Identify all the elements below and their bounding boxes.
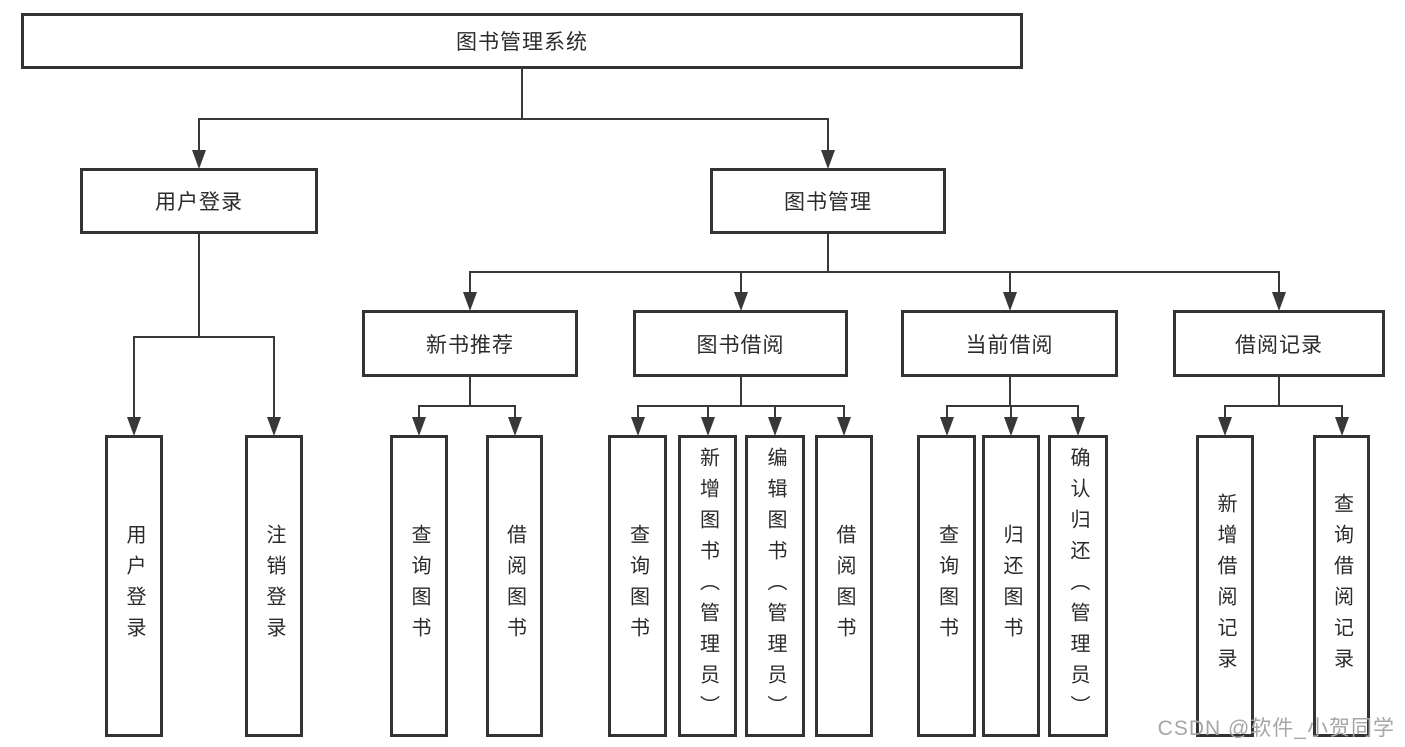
connector-line [1278,271,1280,293]
node-leaf-return-book: 归还图书 [982,435,1040,737]
node-label-leaf-query-book-new: 查询图书 [408,524,430,648]
connector-line [1224,405,1343,407]
arrowhead-down-icon [821,150,835,169]
connector-line [1278,377,1280,407]
node-label-leaf-borrow-book-borrow: 借阅图书 [833,524,855,648]
node-user-login-group: 用户登录 [80,168,318,234]
arrowhead-down-icon [412,417,426,436]
arrowhead-down-icon [267,417,281,436]
node-label-leaf-confirm-return: 确认归还（管理员） [1067,446,1089,726]
node-label-leaf-query-book-current: 查询图书 [935,524,958,648]
arrowhead-down-icon [1003,292,1017,311]
node-label-leaf-logout: 注销登录 [263,524,285,648]
arrowhead-down-icon [1071,417,1085,436]
node-label-book-borrow-group: 图书借阅 [696,333,785,357]
node-leaf-query-book-borrow: 查询图书 [608,435,667,737]
connector-line [469,377,471,407]
node-leaf-add-borrow-record: 新增借阅记录 [1196,435,1254,737]
arrowhead-down-icon [192,150,206,169]
connector-line [1009,377,1011,407]
arrowhead-down-icon [940,417,954,436]
connector-line [469,271,471,293]
node-book-mgmt-group: 图书管理 [710,168,946,234]
node-root: 图书管理系统 [21,13,1023,69]
node-leaf-borrow-book-borrow: 借阅图书 [815,435,873,737]
node-label-leaf-query-book-borrow: 查询图书 [626,524,649,648]
connector-line [827,234,829,273]
arrowhead-down-icon [701,417,715,436]
node-label-leaf-return-book: 归还图书 [1000,524,1022,648]
node-label-leaf-edit-book: 编辑图书（管理员） [764,446,786,726]
node-leaf-edit-book: 编辑图书（管理员） [745,435,805,737]
connector-line [1077,405,1079,418]
arrowhead-down-icon [1004,417,1018,436]
connector-line [198,118,829,120]
connector-line [418,405,420,418]
arrowhead-down-icon [631,417,645,436]
connector-line [1341,405,1343,418]
connector-line [469,271,1280,273]
arrowhead-down-icon [508,417,522,436]
connector-line [1224,405,1226,418]
arrowhead-down-icon [768,417,782,436]
node-label-current-borrow-group: 当前借阅 [965,333,1054,357]
arrowhead-down-icon [837,417,851,436]
node-leaf-confirm-return: 确认归还（管理员） [1048,435,1108,737]
node-leaf-query-book-new: 查询图书 [390,435,448,737]
connector-line [946,405,1079,407]
arrowhead-down-icon [463,292,477,311]
node-label-leaf-query-borrow-record: 查询借阅记录 [1330,493,1353,679]
connector-line [707,405,709,418]
node-borrow-record-group: 借阅记录 [1173,310,1385,377]
node-label-leaf-borrow-book-new: 借阅图书 [503,524,526,648]
node-label-root: 图书管理系统 [456,31,588,54]
node-label-new-book-group: 新书推荐 [426,333,514,357]
connector-line [827,118,829,151]
arrowhead-down-icon [1272,292,1286,311]
connector-line [418,405,516,407]
connector-line [133,336,275,338]
node-leaf-query-book-current: 查询图书 [917,435,976,737]
node-label-user-login-group: 用户登录 [155,191,243,214]
node-label-leaf-add-book: 新增图书（管理员） [696,446,719,726]
node-label-leaf-add-borrow-record: 新增借阅记录 [1214,493,1236,679]
watermark: CSDN @软件_小贺同学 [1157,717,1395,740]
connector-line [637,405,639,418]
arrowhead-down-icon [1335,417,1349,436]
connector-line [514,405,516,418]
connector-line [273,336,275,418]
node-label-book-mgmt-group: 图书管理 [784,191,872,214]
node-label-leaf-user-login: 用户登录 [123,524,145,648]
node-leaf-add-book: 新增图书（管理员） [678,435,737,737]
connector-line [774,405,776,418]
node-new-book-group: 新书推荐 [362,310,578,377]
connector-line [1009,271,1011,293]
connector-line [946,405,948,418]
arrowhead-down-icon [127,417,141,436]
connector-line [521,69,523,120]
connector-line [637,405,845,407]
node-book-borrow-group: 图书借阅 [633,310,848,377]
node-current-borrow-group: 当前借阅 [901,310,1118,377]
node-label-borrow-record-group: 借阅记录 [1235,333,1323,357]
node-leaf-user-login: 用户登录 [105,435,163,737]
connector-line [198,234,200,338]
connector-line [740,271,742,293]
connector-line [198,118,200,151]
connector-line [843,405,845,418]
arrowhead-down-icon [1218,417,1232,436]
arrowhead-down-icon [734,292,748,311]
node-leaf-borrow-book-new: 借阅图书 [486,435,543,737]
connector-line [740,377,742,407]
connector-line [133,336,135,418]
node-leaf-query-borrow-record: 查询借阅记录 [1313,435,1370,737]
node-leaf-logout: 注销登录 [245,435,303,737]
connector-line [1010,405,1012,418]
